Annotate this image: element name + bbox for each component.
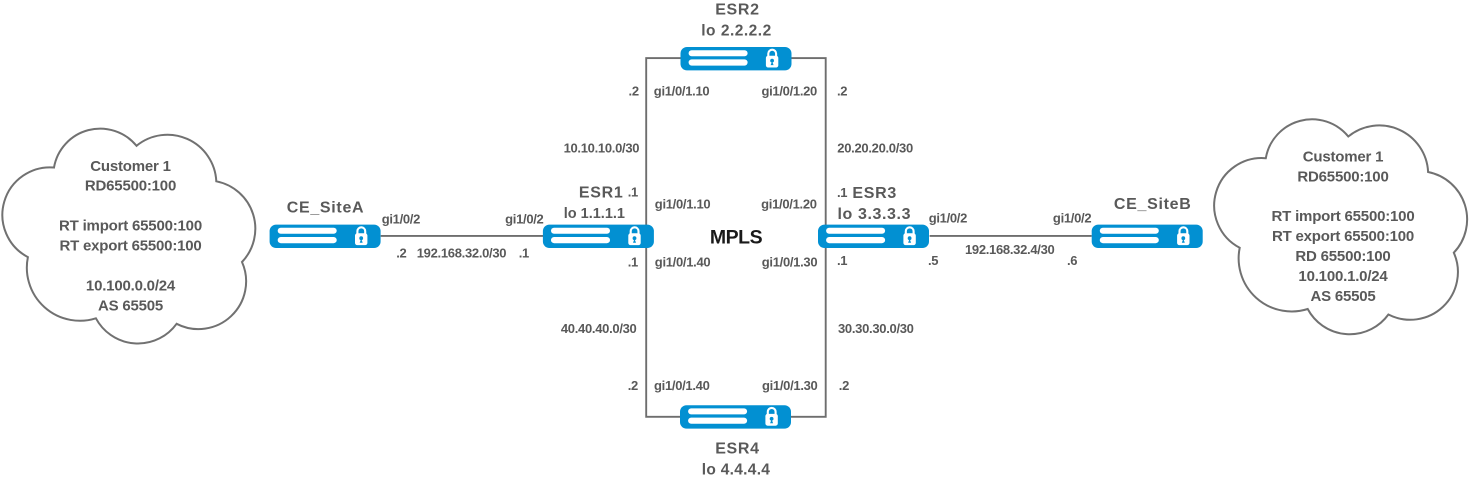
svg-text:lo 4.4.4.4: lo 4.4.4.4: [702, 461, 771, 478]
svg-text:RT import 65500:100: RT import 65500:100: [1272, 208, 1415, 225]
svg-text:gi1/0/1.20: gi1/0/1.20: [761, 84, 817, 99]
svg-text:Customer 1: Customer 1: [1303, 149, 1384, 166]
svg-text:CE_SiteA: CE_SiteA: [287, 199, 365, 216]
svg-text:Customer 1: Customer 1: [90, 158, 171, 175]
svg-text:RD 65500:100: RD 65500:100: [1295, 248, 1390, 265]
svg-text:CE_SiteB: CE_SiteB: [1114, 196, 1192, 213]
svg-text:.1: .1: [837, 185, 847, 200]
svg-text:192.168.32.4/30: 192.168.32.4/30: [965, 242, 1055, 257]
svg-text:.1: .1: [628, 254, 638, 269]
svg-text:20.20.20.0/30: 20.20.20.0/30: [837, 140, 913, 155]
svg-text:10.10.10.0/30: 10.10.10.0/30: [564, 140, 640, 155]
svg-text:.2: .2: [629, 84, 639, 99]
svg-text:gi1/0/2: gi1/0/2: [382, 212, 420, 227]
svg-text:RT import 65500:100: RT import 65500:100: [59, 218, 202, 235]
svg-text:30.30.30.0/30: 30.30.30.0/30: [838, 321, 914, 336]
svg-text:RT export 65500:100: RT export 65500:100: [59, 238, 201, 255]
svg-text:.5: .5: [928, 253, 938, 268]
svg-text:MPLS: MPLS: [710, 227, 763, 249]
svg-text:192.168.32.0/30: 192.168.32.0/30: [417, 246, 507, 261]
svg-text:lo 2.2.2.2: lo 2.2.2.2: [701, 22, 771, 39]
svg-text:.2: .2: [839, 378, 849, 393]
svg-text:ESR1: ESR1: [579, 184, 624, 201]
svg-text:gi1/0/2: gi1/0/2: [1053, 211, 1091, 226]
svg-text:RT export 65500:100: RT export 65500:100: [1272, 228, 1414, 245]
svg-text:AS 65505: AS 65505: [1310, 288, 1375, 305]
svg-text:10.100.0.0/24: 10.100.0.0/24: [86, 278, 176, 295]
svg-text:lo 1.1.1.1: lo 1.1.1.1: [564, 206, 625, 222]
svg-text:.1: .1: [519, 246, 529, 261]
svg-text:10.100.1.0/24: 10.100.1.0/24: [1298, 268, 1388, 285]
svg-text:AS 65505: AS 65505: [98, 298, 163, 315]
svg-text:40.40.40.0/30: 40.40.40.0/30: [561, 321, 637, 336]
svg-text:ESR2: ESR2: [715, 1, 760, 18]
svg-text:gi1/0/2: gi1/0/2: [505, 212, 543, 227]
svg-text:gi1/0/1.40: gi1/0/1.40: [655, 255, 711, 270]
svg-text:gi1/0/1.10: gi1/0/1.10: [654, 84, 710, 99]
svg-text:gi1/0/1.20: gi1/0/1.20: [761, 196, 817, 211]
svg-text:.2: .2: [837, 84, 847, 99]
svg-text:gi1/0/1.30: gi1/0/1.30: [762, 378, 818, 393]
svg-text:gi1/0/1.40: gi1/0/1.40: [654, 378, 710, 393]
svg-text:gi1/0/1.10: gi1/0/1.10: [655, 196, 711, 211]
svg-text:gi1/0/2: gi1/0/2: [929, 211, 967, 226]
svg-text:ESR4: ESR4: [715, 440, 760, 457]
svg-text:.1: .1: [837, 253, 847, 268]
svg-text:gi1/0/1.30: gi1/0/1.30: [762, 255, 818, 270]
svg-text:RD65500:100: RD65500:100: [1297, 168, 1388, 185]
svg-text:RD65500:100: RD65500:100: [85, 178, 176, 195]
svg-text:ESR3: ESR3: [852, 185, 897, 202]
svg-text:lo 3.3.3.3: lo 3.3.3.3: [838, 206, 912, 223]
svg-text:.6: .6: [1067, 253, 1077, 268]
svg-text:.2: .2: [396, 246, 406, 261]
svg-text:.1: .1: [628, 185, 638, 200]
svg-text:.2: .2: [628, 378, 638, 393]
